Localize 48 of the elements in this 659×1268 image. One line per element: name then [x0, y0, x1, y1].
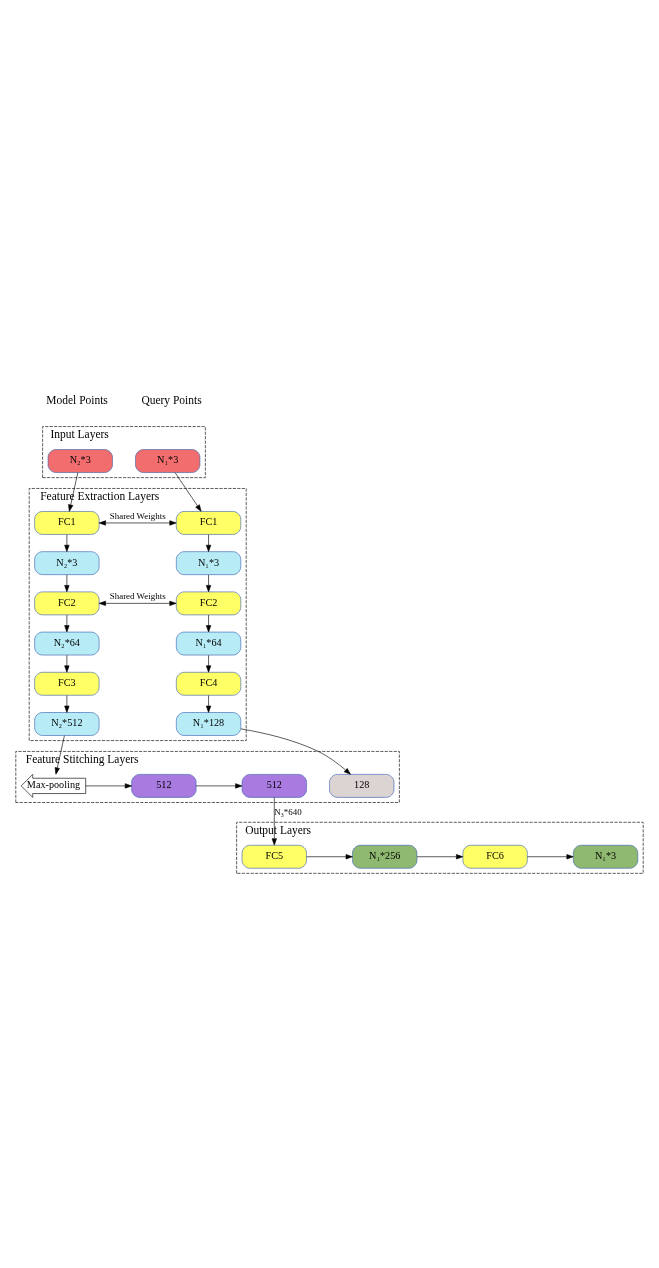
node-box: FC4 [176, 671, 242, 696]
node-box: FC1 [176, 511, 242, 535]
node-box: N₁*3 [573, 844, 639, 869]
node-box: N₁*128 [176, 712, 242, 736]
arrow [174, 472, 202, 512]
node-box: N₁*3 [176, 551, 242, 575]
label: Model Points [46, 393, 108, 406]
arrow [206, 614, 212, 633]
arrow [306, 854, 353, 860]
arrow [206, 534, 212, 552]
arrow [54, 735, 65, 775]
node-box: N₂*3 [34, 551, 100, 575]
node-box: N₂*3 [47, 449, 113, 473]
node-box: 512 [131, 774, 197, 798]
arrow [206, 654, 212, 673]
arrow [64, 534, 70, 552]
arrow [98, 600, 177, 606]
arrow [64, 574, 70, 593]
arrow [206, 695, 212, 713]
edge-label: N₃*640 [274, 806, 302, 817]
node-box: FC2 [34, 591, 100, 616]
node-box: N₂*64 [34, 631, 100, 656]
node-box: 128 [329, 774, 395, 798]
label: Query Points [141, 393, 202, 406]
arrow [527, 854, 574, 860]
arrow [64, 654, 70, 673]
arrow [240, 728, 351, 775]
arrow [64, 614, 70, 633]
arrow [195, 783, 243, 789]
node-box: FC6 [462, 844, 528, 869]
node-box: FC5 [241, 844, 307, 869]
node-box: FC2 [176, 591, 242, 616]
node-box: FC1 [34, 511, 100, 535]
node-box: N₁*256 [352, 844, 418, 869]
arrow [206, 574, 212, 593]
arrow [85, 783, 132, 789]
node-box: 512 [241, 774, 307, 798]
node-box: N₁*3 [135, 449, 201, 473]
edge-label: Shared Weights [109, 591, 166, 602]
node-box: FC3 [34, 671, 100, 696]
arrow [64, 695, 70, 713]
node-box: N₁*64 [176, 631, 242, 656]
arrow [98, 520, 177, 526]
node-box: N₂*512 [34, 712, 100, 736]
edge-label: Shared Weights [109, 510, 166, 521]
arrow [68, 472, 79, 512]
arrow [271, 797, 277, 846]
arrow [416, 854, 464, 860]
